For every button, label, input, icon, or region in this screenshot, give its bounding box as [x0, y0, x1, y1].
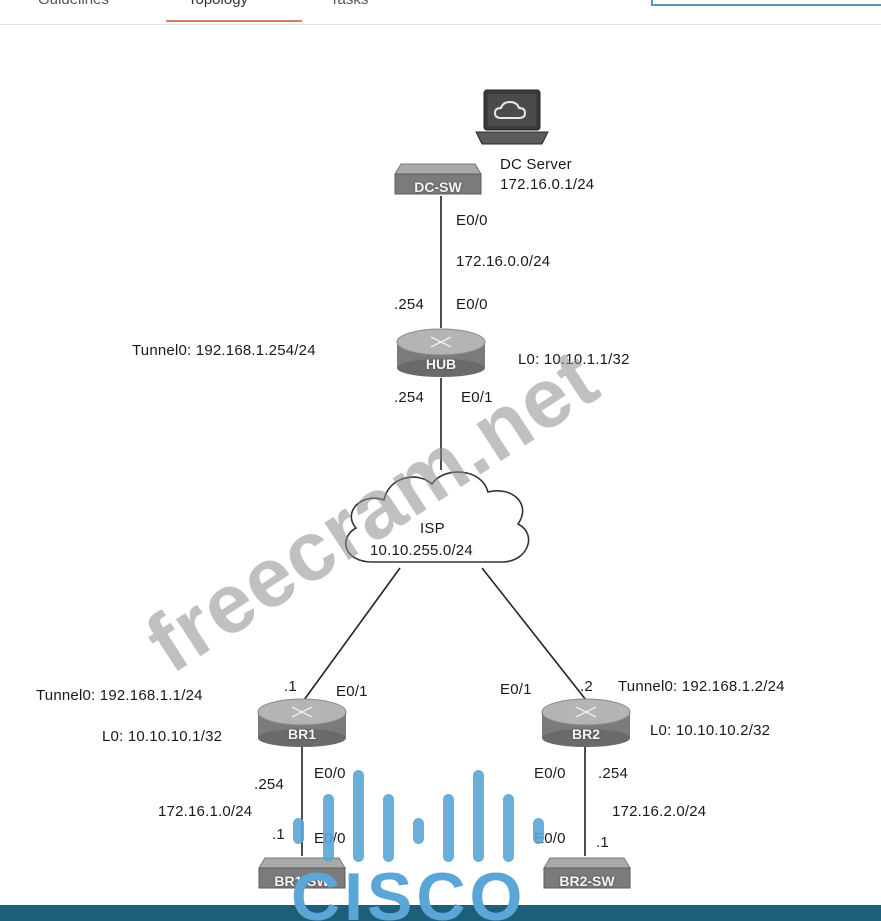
- dc-server-ip: 172.16.0.1/24: [500, 176, 595, 193]
- br1-tunnel: Tunnel0: 192.168.1.1/24: [36, 687, 203, 704]
- br2-router[interactable]: BR2: [539, 696, 633, 748]
- dcsw-hub-network: 172.16.0.0/24: [456, 253, 551, 270]
- dc-server[interactable]: [474, 88, 550, 148]
- cloud-icon: [345, 471, 530, 563]
- br1-sw[interactable]: BR1-SW: [257, 856, 347, 890]
- hub-upstream-interface: E0/0: [456, 296, 488, 313]
- cloud-laptop-icon: [475, 89, 549, 145]
- router-icon: [396, 328, 486, 377]
- br2-tunnel: Tunnel0: 192.168.1.2/24: [618, 678, 785, 695]
- tab-guidelines[interactable]: Guidelines: [38, 0, 109, 8]
- br2-lan-interface: E0/0: [534, 765, 566, 782]
- br1-router[interactable]: BR1: [255, 696, 349, 748]
- switch-icon: [394, 163, 482, 195]
- dc-sw-label: DC-SW: [414, 179, 462, 195]
- cisco-wordmark: CISCO: [291, 859, 526, 921]
- br2-lan-network: 172.16.2.0/24: [612, 803, 707, 820]
- br2-isp-host: .2: [580, 678, 593, 695]
- hub-loopback: L0: 10.10.1.1/32: [518, 351, 630, 368]
- hub-upstream-host: .254: [394, 296, 424, 313]
- br2-sw[interactable]: BR2-SW: [542, 856, 632, 890]
- br2-loopback: L0: 10.10.10.2/32: [650, 722, 771, 739]
- bottom-bar: [0, 905, 881, 921]
- link-isp-br2: [481, 567, 587, 701]
- br2-sw-host: .1: [596, 834, 609, 851]
- tab-bar: Guidelines Topology Tasks: [0, 0, 881, 25]
- hub-isp-host: .254: [394, 389, 424, 406]
- br1-sw-label: BR1-SW: [274, 873, 330, 889]
- br2-label: BR2: [571, 726, 600, 742]
- dc-sw[interactable]: DC-SW: [393, 162, 483, 196]
- br1-label: BR1: [287, 726, 316, 742]
- hub-isp-interface: E0/1: [461, 389, 493, 406]
- switch-icon: [543, 857, 631, 889]
- dc-server-name: DC Server: [500, 156, 572, 173]
- isp-network: 10.10.255.0/24: [370, 542, 473, 559]
- br1-lan-network: 172.16.1.0/24: [158, 803, 253, 820]
- tab-tasks[interactable]: Tasks: [330, 0, 368, 8]
- br1-sw-host: .1: [272, 826, 285, 843]
- br1-lan-host: .254: [254, 776, 284, 793]
- tab-topology[interactable]: Topology: [188, 0, 248, 8]
- router-icon: [541, 698, 631, 747]
- dcsw-interface: E0/0: [456, 212, 488, 229]
- hub-label: HUB: [425, 356, 457, 372]
- hub-router[interactable]: HUB: [394, 326, 488, 378]
- hub-tunnel: Tunnel0: 192.168.1.254/24: [132, 342, 316, 359]
- br1-loopback: L0: 10.10.10.1/32: [102, 728, 223, 745]
- isp-name: ISP: [420, 520, 445, 537]
- br1-lan-interface: E0/0: [314, 765, 346, 782]
- br2-lan-host: .254: [598, 765, 628, 782]
- switch-icon: [258, 857, 346, 889]
- br2-isp-interface: E0/1: [500, 681, 532, 698]
- panel-frame: [651, 0, 881, 6]
- active-tab-indicator: [166, 20, 302, 22]
- br2-sw-label: BR2-SW: [559, 873, 615, 889]
- router-icon: [257, 698, 347, 747]
- br1-isp-interface: E0/1: [336, 683, 368, 700]
- br1-isp-host: .1: [284, 678, 297, 695]
- link-isp-br1: [303, 567, 401, 701]
- cisco-logo: CISCO: [291, 770, 544, 921]
